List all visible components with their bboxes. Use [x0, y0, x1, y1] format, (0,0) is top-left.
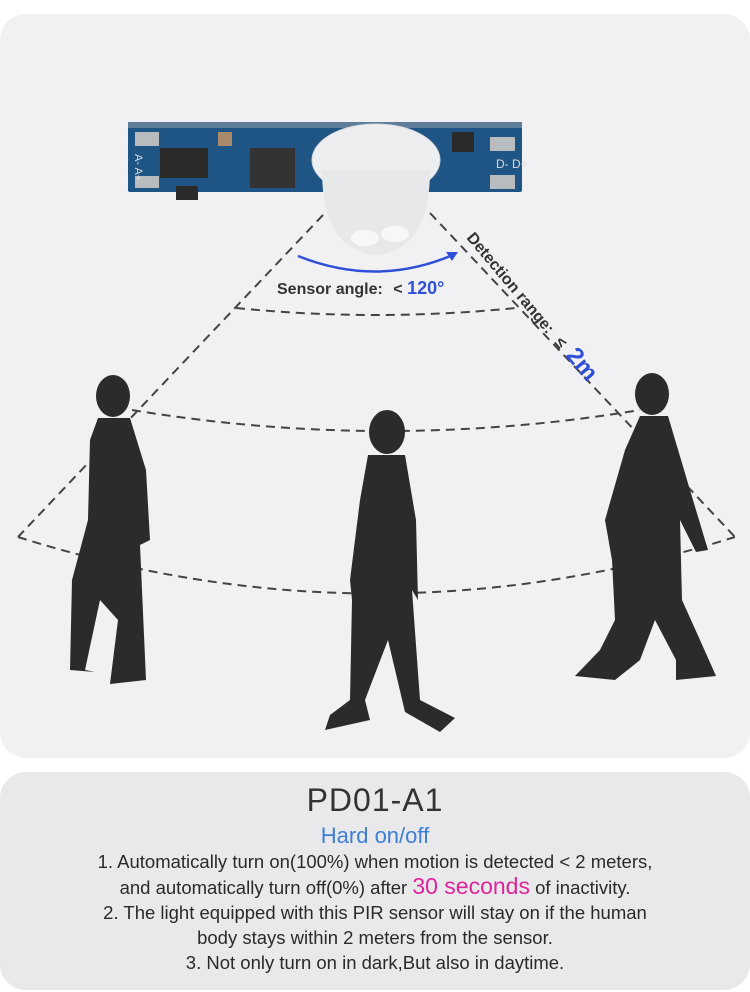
pir-dome: [311, 123, 441, 255]
person-silhouette-center: [325, 410, 455, 732]
range-arc-1: [235, 307, 517, 316]
detection-diagram: A- A+ D- D+ Sensor angle: < 120° Detecti…: [17, 122, 736, 732]
detection-range-label: Detection range:: [463, 230, 557, 338]
feature-line-3: 2. The light equipped with this PIR sens…: [103, 902, 647, 923]
person-silhouette-right: [575, 373, 716, 680]
range-left-line: [17, 214, 324, 538]
board-label-a: A- A+: [132, 154, 144, 181]
angle-arrow: [297, 252, 456, 273]
detection-range-value: 2m: [560, 342, 603, 386]
angle-arrow-head: [446, 252, 458, 261]
person-silhouette-left: [70, 375, 150, 684]
mode-subtitle: Hard on/off: [320, 823, 430, 848]
model-title: PD01-A1: [306, 782, 444, 818]
svg-text:Detection range: ≤ 2m: Detection range: ≤ 2m: [461, 225, 603, 387]
board-label-d: D- D+: [496, 157, 528, 171]
feature-line-4: body stays within 2 meters from the sens…: [197, 927, 553, 948]
info-panel: PD01-A1 Hard on/off 1. Automatically tur…: [0, 772, 750, 990]
sensor-angle-label: Sensor angle:: [277, 281, 383, 298]
svg-text:Sensor angle: < 120°: Sensor angle: < 120°: [277, 278, 444, 298]
feature-line-1: 1. Automatically turn on(100%) when moti…: [97, 851, 653, 872]
feature-line-2: and automatically turn off(0%) after 30 …: [119, 873, 631, 899]
sensor-angle-value: 120°: [407, 278, 444, 298]
feature-line-5: 3. Not only turn on in dark,But also in …: [185, 952, 565, 973]
timeout-highlight: 30 seconds: [412, 873, 530, 899]
